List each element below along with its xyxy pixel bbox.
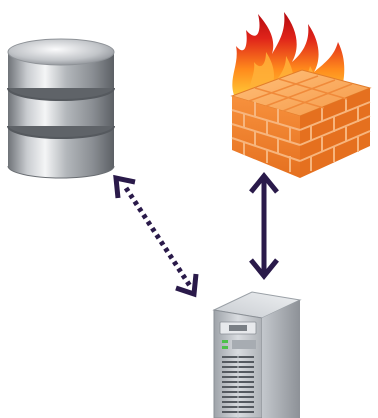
arrowhead-icon	[249, 258, 279, 280]
arrowhead-icon	[175, 273, 199, 298]
firewall-icon	[230, 12, 372, 178]
status-led-icon	[222, 340, 228, 343]
database-server-connector	[113, 174, 199, 298]
database-icon	[7, 38, 115, 179]
server-tower-icon	[212, 291, 302, 418]
arrowhead-icon	[113, 174, 136, 199]
arrowhead-icon	[249, 172, 279, 194]
firewall-server-connector	[249, 172, 279, 280]
